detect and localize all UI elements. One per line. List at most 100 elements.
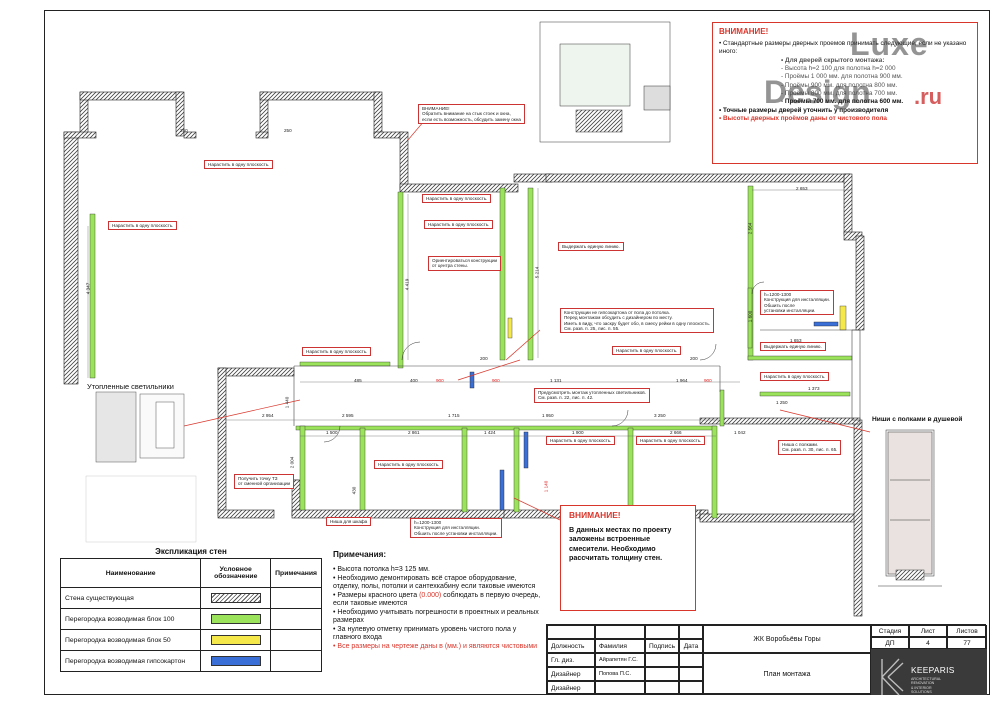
dim-label: 1 900	[572, 430, 584, 435]
dim-label: 4 419	[404, 278, 410, 291]
stamp-stage: ДП	[871, 637, 909, 649]
legend-header: Условное обозначение	[200, 558, 272, 588]
warning-title: ВНИМАНИЕ!	[569, 510, 621, 520]
stamp-cell	[595, 625, 645, 639]
dim-label: 1 715	[448, 413, 460, 418]
stamp-header-sheet: Лист	[909, 625, 947, 637]
plan-note: Нарастить в одну плоскость.	[422, 194, 492, 204]
stamp-cell	[645, 667, 679, 681]
legend-header: Наименование	[59, 558, 202, 588]
plan-note: Нарастить в одну плоскость.	[374, 460, 444, 470]
notes-list: • Высота потолка h=3 125 мм. • Необходим…	[333, 566, 543, 651]
stamp-cell	[679, 681, 703, 695]
stamp-header-name: Фамилия	[595, 639, 645, 653]
note-item: • Необходимо учитывать погрешности в про…	[333, 608, 539, 625]
warning-item: • Высоты дверных проёмов даны от чистово…	[719, 114, 887, 122]
niche-inset-title: Ниши с полками в душевой	[872, 416, 963, 423]
logo-subtitle: ARCHITECTURAL RENOVATION & INTERIOR SOLU…	[911, 677, 942, 694]
stamp-cell	[679, 653, 703, 667]
notes-title: Примечания:	[333, 550, 387, 559]
yellow-swatch	[210, 635, 261, 645]
stamp-role: Гл. диз.	[547, 653, 595, 667]
company-logo: KEEPARIS ARCHITECTURAL RENOVATION & INTE…	[871, 649, 987, 696]
legend-row: Стена существующая	[59, 587, 322, 609]
legend-name: Перегородка возводимая блок 100	[59, 608, 202, 630]
plan-note: h=1200-1300 Конструкция для инсталляции.…	[760, 290, 834, 316]
title-block: Должность Фамилия Подпись Дата Гл. диз. …	[546, 624, 987, 696]
dim-label: 1 950	[542, 413, 554, 418]
note-item: • Необходимо демонтировать всё старое об…	[333, 574, 536, 591]
dim-label: 1 424	[484, 430, 496, 435]
dim-label: 900	[492, 378, 500, 383]
warning-item: - Проёмы 800 мм. для полотна 700 мм.	[781, 89, 898, 97]
warning-item: • Для дверей скрытого монтажа:	[781, 56, 885, 64]
dim-label: 2 954	[262, 413, 274, 418]
plan-note: Нарастить в одну плоскость.	[760, 372, 830, 382]
dim-label: 1 964	[676, 378, 688, 383]
note-item: • Все размеры на чертеже даны в (мм.) и …	[333, 642, 538, 650]
warning-title: ВНИМАНИЕ!	[719, 27, 769, 36]
sheet-title: План монтажа	[703, 653, 871, 695]
plan-note: h=1200-1300 Конструкция для инсталляции.…	[410, 518, 502, 538]
dim-label: 1 440	[284, 396, 290, 409]
dim-label: 400	[410, 378, 418, 383]
dim-label: 1 140	[543, 480, 549, 493]
plan-note: Ниша с полками. См. разв. п. 30, лис. п.…	[778, 440, 842, 455]
outline-lines	[293, 329, 861, 426]
new-partitions-100	[89, 185, 853, 519]
plan-note: Нарастить в одну плоскость.	[612, 346, 682, 356]
dim-label: 2 595	[342, 413, 354, 418]
dim-label: 2 653	[796, 186, 808, 191]
dim-label: 2 564	[747, 222, 753, 235]
dim-label: 2 861	[408, 430, 420, 435]
dim-label: 900	[704, 378, 712, 383]
blue-swatch	[210, 656, 261, 666]
stamp-cell	[645, 625, 679, 639]
legend-row: Перегородка возводимая блок 100	[59, 608, 322, 630]
plan-note: Нарастить в одну плоскость.	[424, 220, 494, 230]
stamp-header-role: Должность	[547, 639, 595, 653]
stamp-cell	[645, 653, 679, 667]
plan-note: Нарастить в одну плоскость.	[204, 160, 274, 170]
legend-header: Примечания	[270, 558, 322, 588]
warning-item: - Проёмы 700 мм. для полотна 600 мм.	[781, 98, 904, 106]
dim-label: 1 600	[747, 310, 753, 323]
stamp-sheet: 4	[909, 637, 947, 649]
stamp-header-signature: Подпись	[645, 639, 679, 653]
legend-title: Экспликация стен	[155, 547, 227, 556]
warning-item: - Проёмы 1 000 мм. для полотна 900 мм.	[781, 73, 903, 81]
dim-label: 2 666	[670, 430, 682, 435]
niche-inset	[878, 429, 942, 587]
lights-inset-title: Утопленные светильники	[87, 382, 174, 391]
dim-label: 200	[480, 356, 488, 361]
stamp-cell	[547, 625, 595, 639]
dim-label: 430	[351, 486, 357, 495]
sheet-frame	[44, 10, 990, 695]
dim-label: 5 214	[534, 266, 540, 279]
lights-inset	[85, 391, 197, 543]
k-logo-icon	[881, 658, 904, 696]
legend-table: Наименование Условное обозначение Примеч…	[59, 558, 322, 672]
dim-label: 3 250	[654, 413, 666, 418]
dim-label: 1 653	[790, 338, 802, 343]
dim-label: 900	[436, 378, 444, 383]
stamp-person: Попова П.С.	[595, 667, 645, 681]
stamp-person	[595, 681, 645, 695]
stamp-cell	[679, 625, 703, 639]
plan-note: Нарастить в одну плоскость.	[636, 436, 706, 446]
dim-label: 250	[180, 128, 188, 133]
plan-note: Получить точку ТЗ от сменной организации	[234, 474, 295, 489]
legend-name: Перегородка возводимая блок 50	[59, 629, 202, 651]
mixers-warning-box: ВНИМАНИЕ! В данных местах по проекту зал…	[560, 505, 696, 611]
plan-note: Нарастить в одну плоскость.	[302, 347, 372, 357]
stamp-header-sheets: Листов	[947, 625, 987, 637]
dim-label: 2 004	[289, 456, 295, 469]
warning-body: В данных местах по проекту заложены встр…	[569, 525, 672, 563]
note-item: • За нулевую отметку принимать уровень ч…	[333, 625, 517, 642]
project-name: ЖК Воробьёвы Горы	[703, 625, 871, 653]
plan-note: Ориентироваться конструкции от центра ст…	[428, 256, 502, 271]
window-insets	[539, 21, 671, 143]
plan-note: Конструкции не гипсокартона от пола до п…	[560, 308, 715, 334]
